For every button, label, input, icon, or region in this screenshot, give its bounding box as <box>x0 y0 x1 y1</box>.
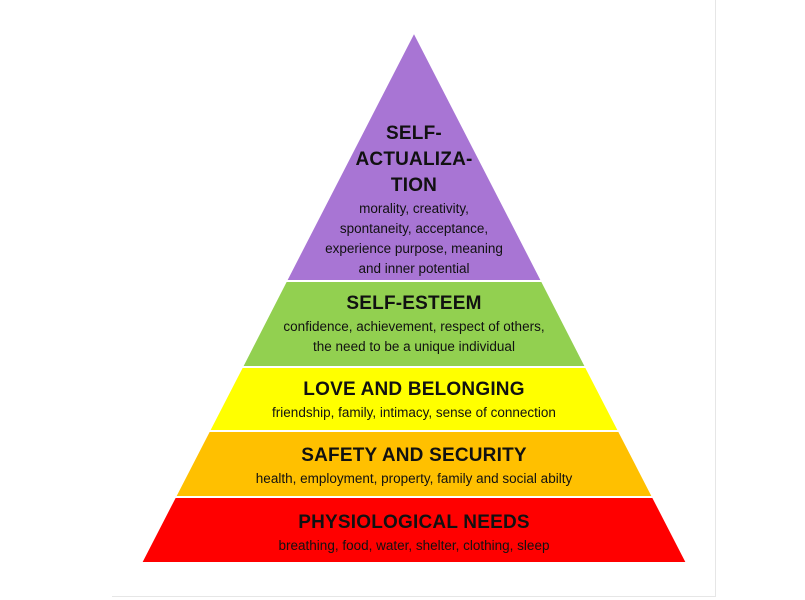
self-actualization-desc-line-4: and inner potential <box>358 261 470 276</box>
self-actualization-desc-line-2: spontaneity, acceptance, <box>339 221 489 236</box>
self-actualization-desc-line-1: morality, creativity, <box>359 201 469 216</box>
self-esteem-label: SELF-ESTEEM confidence, achievement, res… <box>283 291 544 357</box>
love-belonging-label: LOVE AND BELONGING friendship, family, i… <box>272 377 556 423</box>
self-esteem-desc-line-2: the need to be a unique individual <box>313 339 515 354</box>
self-actualization-title-line-1: SELF- <box>386 123 442 144</box>
self-esteem-title: SELF-ESTEEM <box>346 293 482 314</box>
physiological-label: PHYSIOLOGICAL NEEDS breathing, food, wat… <box>279 510 550 556</box>
self-actualization-title-line-2: ACTUALIZA- <box>355 149 473 170</box>
safety-security-title: SAFETY AND SECURITY <box>301 445 527 466</box>
love-belonging-desc: friendship, family, intimacy, sense of c… <box>272 405 556 420</box>
self-actualization-title-line-3: TION <box>390 175 438 196</box>
self-esteem-desc-line-1: confidence, achievement, respect of othe… <box>283 319 545 334</box>
physiological-title: PHYSIOLOGICAL NEEDS <box>298 512 530 533</box>
safety-security-label: SAFETY AND SECURITY health, employment, … <box>256 443 572 489</box>
image-frame <box>112 0 716 597</box>
self-actualization-label: SELF- ACTUALIZA- TION morality, creativi… <box>325 121 503 279</box>
tier-physiological <box>139 496 689 564</box>
safety-security-desc: health, employment, property, family and… <box>255 471 573 486</box>
physiological-desc: breathing, food, water, shelter, clothin… <box>278 538 550 553</box>
self-actualization-desc-line-3: experience purpose, meaning <box>325 241 503 256</box>
love-belonging-title: LOVE AND BELONGING <box>303 379 525 400</box>
